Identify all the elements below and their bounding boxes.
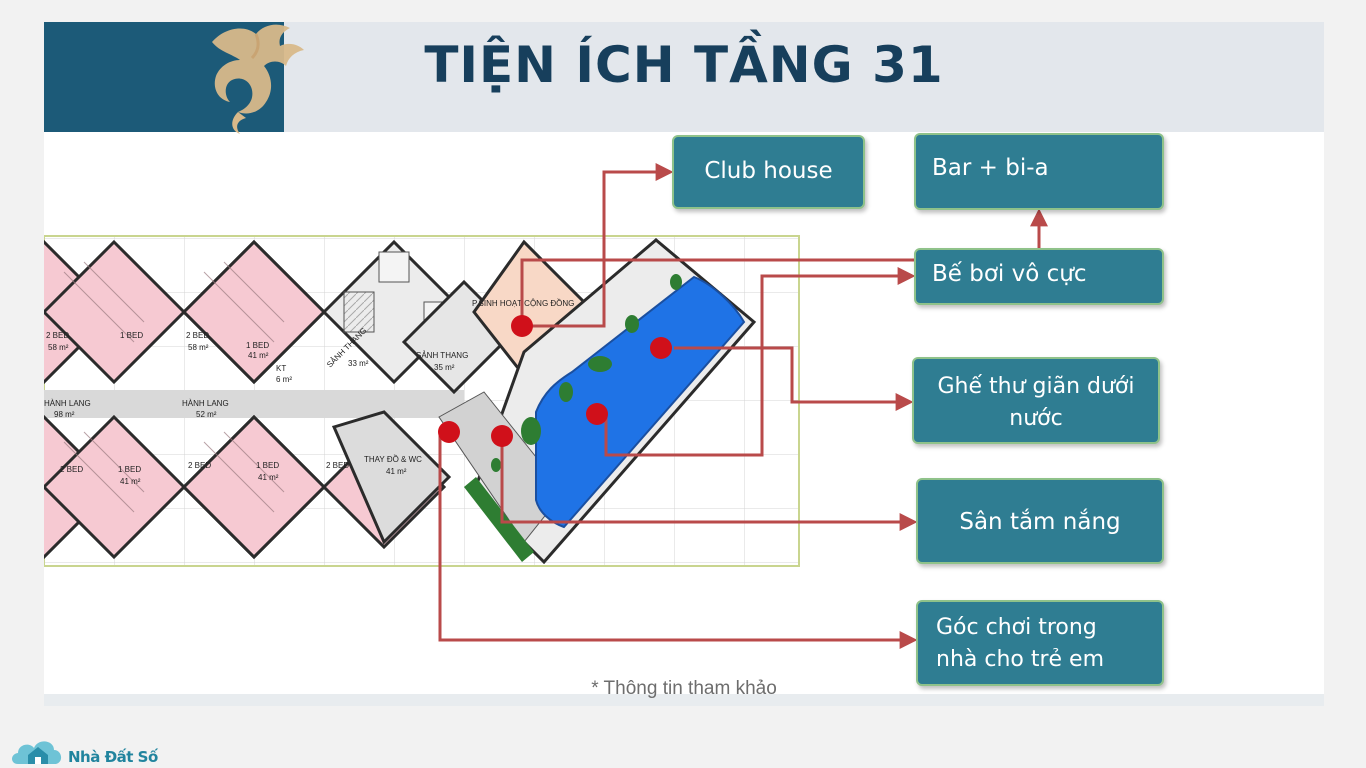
marker-underwater-loungers [650,337,672,359]
floor-plan: 2 BED 58 m² 1 BED 2 BED 58 m² 1 BED 41 m… [44,235,800,567]
connector-kids-playroom [438,432,918,649]
callout-kids-playroom: Góc chơi trong nhà cho trẻ em [916,600,1164,686]
planter-1 [625,315,639,333]
planter-2 [588,356,612,372]
label-tech: KT [276,364,286,373]
page-title: TIỆN ÍCH TẦNG 31 [424,36,944,94]
unit-1bed-upper-2 [181,239,327,385]
connector-bar-billiards [520,208,1048,326]
planter-3 [559,382,573,402]
callout-bar-billiards: Bar + bi-a [914,133,1164,210]
label-area-41: 41 m² [120,477,141,486]
marker-sun-deck [491,425,513,447]
callout-infinity-pool: Bế bơi vô cực [914,248,1164,305]
label-area-41: 41 m² [248,351,269,360]
planter-5 [491,458,501,472]
marker-infinity-pool [586,403,608,425]
label-2bed: 2 BED [326,461,349,470]
marker-kids-playroom [438,421,460,443]
label-area-58: 58 m² [48,343,69,352]
label-area-98: 98 m² [54,410,75,419]
connector-club-house [522,163,674,328]
label-tech-area: 6 m² [276,375,292,384]
label-area-52: 52 m² [196,410,217,419]
label-2bed: 2 BED [188,461,211,470]
planter-4 [521,417,541,445]
label-2bed: 2 BED [60,465,83,474]
elevator-1 [378,251,410,283]
label-1bed: 1 BED [246,341,269,350]
label-area-41: 41 m² [258,473,279,482]
stairs [343,291,375,333]
house-cloud-icon [12,741,62,764]
seahorse-logo-icon [212,24,304,134]
connector-underwater-loungers [674,346,914,411]
label-changing-area: 41 m² [386,467,407,476]
label-1bed: 1 BED [118,465,141,474]
label-changing-room: THAY ĐỒ & WC [364,454,422,464]
callout-kids-playroom-text: Góc chơi trong nhà cho trẻ em [936,615,1105,672]
label-area-33: 33 m² [348,359,369,368]
slide: TIỆN ÍCH TẦNG 31 [44,22,1324,706]
callout-underwater-loungers: Ghế thư giãn dưới nước [912,357,1160,444]
callout-club-house: Club house [672,135,865,209]
footer-strip [44,694,1324,706]
unit-1bed-lower-2 [181,414,327,560]
label-area-58: 58 m² [188,343,209,352]
label-2bed: 2 BED [186,331,209,340]
label-staircase-hall-2: SẢNH THANG [416,351,468,360]
infinity-pool [535,275,746,529]
label-2bed: 2 BED [46,331,69,340]
connector-infinity-pool [604,267,916,457]
unit-1bed-lower-1 [44,414,187,560]
callout-underwater-loungers-text: Ghế thư giãn dưới nước [937,374,1135,431]
marker-club-house [511,315,533,337]
callout-bar-billiards-text: Bar + bi-a [932,155,1049,181]
connector-overlay [438,163,1048,649]
label-corridor: HÀNH LANG [182,399,229,408]
callout-sun-deck-text: Sân tắm nắng [959,509,1121,535]
callout-sun-deck: Sân tắm nắng [916,478,1164,564]
footnote: * Thông tin tham khảo [591,678,777,699]
planter-6 [670,274,682,290]
green-strip [464,477,534,562]
connector-sun-deck [500,436,918,531]
label-area-35: 35 m² [434,363,455,372]
changing-room [331,410,452,545]
callout-club-house-text: Club house [704,158,833,184]
label-1bed: 1 BED [256,461,279,470]
brand-name: Nhà Đất Số [68,748,158,766]
unit-1bed-upper-1 [44,239,187,385]
label-corridor: HÀNH LANG [44,399,91,408]
label-1bed: 1 BED [120,331,143,340]
callout-infinity-pool-text: Bế bơi vô cực [932,261,1087,287]
corridor [44,390,464,418]
